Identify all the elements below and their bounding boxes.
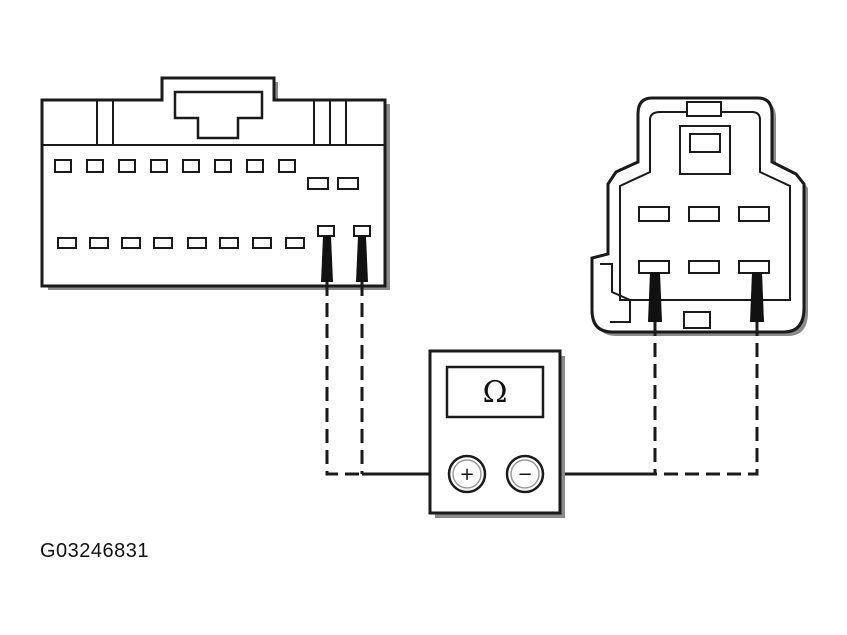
right-connector-step [600,263,631,323]
right-connector-latch [679,125,731,175]
positive-label: + [459,464,474,485]
ohm-symbol: Ω [483,375,508,410]
right-connector-inner [619,111,791,301]
right-connector-bottom-tab [683,311,711,329]
probe-left-2 [356,236,368,282]
positive-terminal [447,454,487,494]
left-connector-cavities-top [54,159,359,190]
negative-terminal [505,454,545,494]
ohmmeter: Ω + − [428,349,565,518]
left-connector-latch [173,90,264,140]
left-connector-body [40,76,387,288]
left-connector [40,76,390,290]
test-leads [321,236,764,476]
right-connector-latch-top [686,101,722,117]
negative-terminal-ring [510,459,540,489]
ohmmeter-display [445,365,545,419]
probe-right-2 [750,272,764,322]
left-connector-ribs [96,100,347,145]
negative-label: − [517,464,532,485]
figure-id: G03246831 [40,540,150,562]
probe-left-1 [321,236,333,282]
lead-right-outer [655,322,759,476]
left-connector-cavities-bottom [57,225,371,249]
positive-terminal-ring [452,459,482,489]
right-connector [590,96,808,336]
probe-right-1 [648,272,662,322]
lead-left-outer [325,282,362,476]
